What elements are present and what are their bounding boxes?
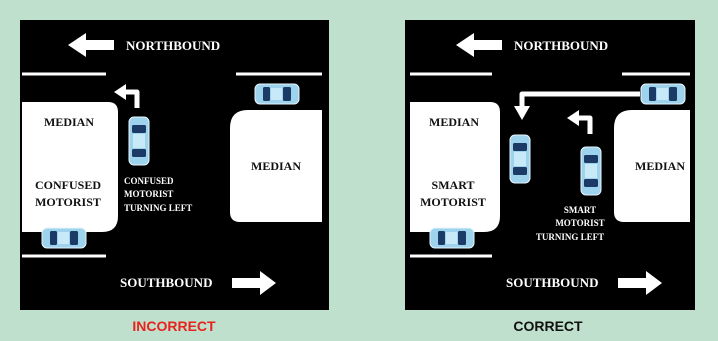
motorist-label-line1: SMART	[432, 178, 475, 192]
turn-path-arrow-icon	[514, 91, 640, 120]
turning-label-line2: MOTORIST	[124, 189, 173, 199]
motorist-label-line2: MOTORIST	[35, 195, 101, 209]
northbound-label: NORTHBOUND	[126, 38, 220, 53]
median-label: MEDIAN	[635, 159, 685, 173]
car-icon	[640, 83, 686, 105]
southbound-label: SOUTHBOUND	[506, 275, 598, 290]
median-left	[410, 102, 500, 232]
turn-left-arrow-icon	[567, 110, 593, 134]
car-icon	[128, 116, 150, 166]
arrow-right-icon	[618, 271, 662, 295]
northbound-label: NORTHBOUND	[514, 38, 608, 53]
arrow-left-icon	[456, 33, 502, 57]
car-icon	[41, 227, 87, 249]
arrow-left-icon	[68, 33, 114, 57]
car-icon	[580, 146, 602, 196]
turn-left-arrow-icon	[114, 84, 140, 108]
median-right	[614, 110, 690, 222]
southbound-label: SOUTHBOUND	[120, 275, 212, 290]
motorist-label-line2: MOTORIST	[420, 195, 486, 209]
car-icon	[429, 227, 475, 249]
turning-label-line1: SMART	[564, 205, 596, 215]
arrow-right-icon	[232, 271, 276, 295]
median-label: MEDIAN	[429, 115, 479, 129]
median-label: MEDIAN	[251, 159, 301, 173]
caption-incorrect: INCORRECT	[132, 318, 216, 334]
motorist-label-line1: CONFUSED	[35, 178, 101, 192]
turning-label-line1: CONFUSED	[124, 176, 174, 186]
turning-label-line3: TURNING LEFT	[124, 203, 192, 213]
car-icon	[509, 134, 531, 184]
panel-correct: NORTHBOUND SOUTHBOUND MEDIAN SMART MOTOR…	[405, 20, 695, 334]
turning-label-line3: TURNING LEFT	[536, 232, 604, 242]
caption-correct: CORRECT	[513, 318, 583, 334]
car-icon	[254, 83, 300, 105]
median-label: MEDIAN	[44, 115, 94, 129]
median-left	[22, 102, 118, 232]
turning-label-line2: MOTORIST	[555, 218, 604, 228]
panel-incorrect: NORTHBOUND SOUTHBOUND MEDIAN CONFUSED MO…	[20, 20, 329, 334]
median-right	[230, 110, 322, 222]
